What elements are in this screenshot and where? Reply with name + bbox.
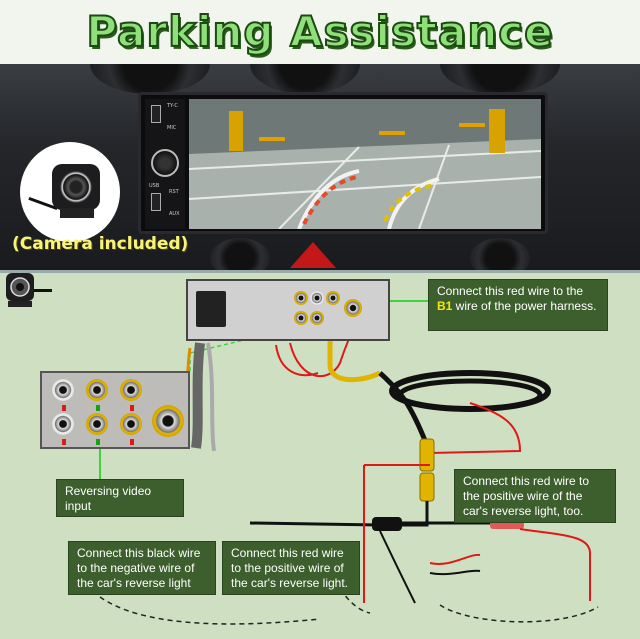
usb-port-2-icon — [151, 193, 161, 211]
wiring-diagram: Connect this red wire to the B1 wire of … — [0, 270, 640, 639]
rca-white-jack-2 — [52, 413, 74, 435]
vent-right — [440, 64, 560, 94]
red-marker — [62, 405, 66, 411]
callout-red-wire: Connect this red wire to the positive wi… — [222, 541, 360, 595]
stereo-control-panel: TY-C MIC USB RST AUX — [145, 99, 185, 229]
aux-label: AUX — [169, 211, 180, 217]
stereo-screen — [189, 99, 541, 229]
vent-bottom-left — [210, 238, 270, 270]
rca-panel-closeup — [40, 371, 190, 449]
volume-knob[interactable] — [151, 149, 179, 177]
usb-port-icon — [151, 105, 161, 123]
camera-inset — [20, 142, 120, 242]
parking-garage-view — [189, 99, 541, 229]
callout-power-text-post: wire of the power harness. — [452, 299, 597, 313]
rca-jack-4 — [294, 311, 308, 325]
camera-lens-icon — [60, 171, 92, 203]
rear-camera-small-icon — [6, 273, 52, 307]
rca-yellow-jack-3 — [86, 413, 108, 435]
dashboard-photo: TY-C MIC USB RST AUX — [0, 64, 640, 270]
rca-jack-3 — [326, 291, 340, 305]
red-marker-2 — [130, 405, 134, 411]
rca-jack-2 — [310, 291, 324, 305]
hazard-button[interactable] — [290, 242, 336, 268]
stereo-back-unit — [186, 279, 390, 341]
rca-jack-video — [344, 299, 362, 317]
rca-jack-5 — [310, 311, 324, 325]
vent-center — [250, 64, 360, 94]
usb-label: USB — [149, 183, 160, 189]
vent-left — [90, 64, 210, 94]
rca-yellow-jack-4 — [120, 413, 142, 435]
typec-label: TY-C — [167, 103, 178, 109]
b1-highlight: B1 — [437, 299, 453, 313]
rear-camera-icon — [52, 164, 100, 210]
rca-white-jack — [52, 379, 74, 401]
callout-reversing-video: Reversing video input — [56, 479, 184, 517]
green-marker-2 — [96, 439, 100, 445]
car-stereo: TY-C MIC USB RST AUX — [138, 92, 548, 234]
callout-black-wire: Connect this black wire to the negative … — [68, 541, 216, 595]
wiring-lines — [99, 292, 599, 625]
callout-power-b1: Connect this red wire to the B1 wire of … — [428, 279, 608, 331]
rca-jack-1 — [294, 291, 308, 305]
mic-label: MIC — [167, 125, 177, 131]
rca-yellow-jack-1 — [86, 379, 108, 401]
rca-video-input-jack — [152, 405, 184, 437]
green-marker — [96, 405, 100, 411]
page-title: Parking Assistance — [85, 6, 554, 57]
harness-socket-icon — [196, 291, 226, 327]
title-bar: Parking Assistance — [0, 0, 640, 64]
rca-yellow-jack-2 — [120, 379, 142, 401]
callout-reverse-light-positive: Connect this red wire to the positive wi… — [454, 469, 616, 523]
vent-bottom-right — [470, 238, 530, 270]
red-marker-4 — [130, 439, 134, 445]
camera-caption: (Camera included) — [12, 234, 189, 254]
rst-label: RST — [169, 189, 179, 195]
camera-bracket — [60, 208, 94, 218]
red-marker-3 — [62, 439, 66, 445]
callout-power-text-pre: Connect this red wire to the — [437, 284, 584, 298]
